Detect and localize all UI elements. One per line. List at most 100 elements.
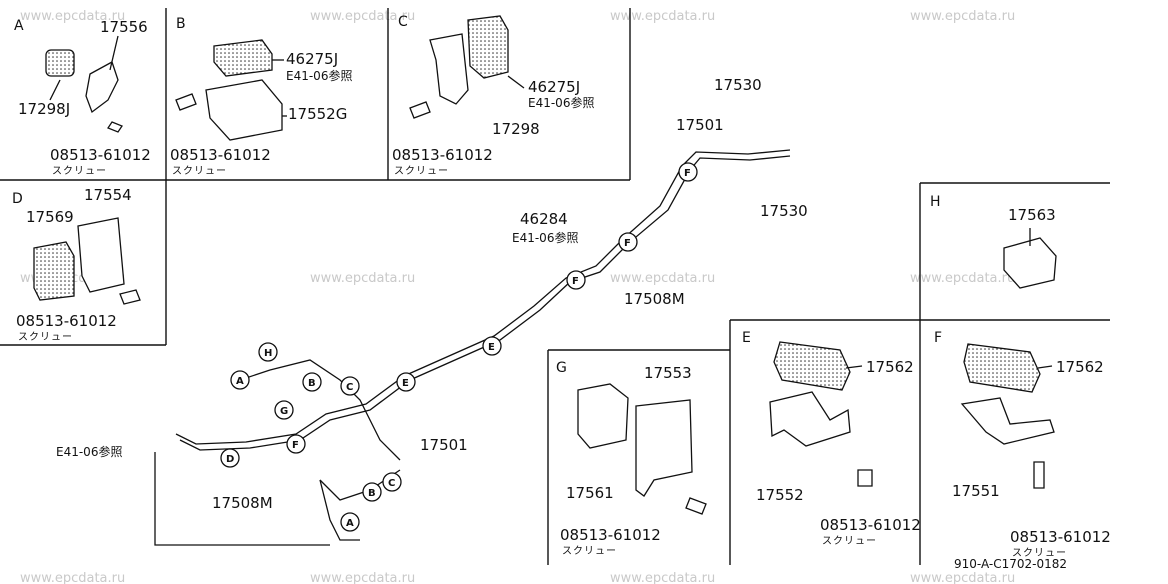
part-number: 17552G bbox=[288, 105, 347, 123]
section-b: B 46275J E41-06参照 17552G 08513-61012 スクリ… bbox=[170, 16, 352, 177]
part-number: 17569 bbox=[26, 208, 74, 226]
rubber-clip bbox=[577, 383, 629, 449]
section-f: F 17562 17551 08513-61012 スクリュー bbox=[934, 330, 1111, 559]
section-letter: H bbox=[930, 194, 941, 210]
marker-circle bbox=[566, 270, 586, 290]
watermark-text: www.epcdata.ru bbox=[310, 271, 415, 286]
marker-circle bbox=[274, 400, 294, 420]
marker-circle bbox=[302, 372, 322, 392]
part-number: 17508M bbox=[212, 494, 273, 512]
marker-letter: G bbox=[280, 406, 288, 417]
part-number: 08513-61012 bbox=[50, 146, 151, 164]
part-number: 17552 bbox=[756, 486, 804, 504]
screw bbox=[409, 101, 431, 119]
part-number: 08513-61012 bbox=[1010, 528, 1111, 546]
screw bbox=[857, 469, 873, 487]
rubber-clip bbox=[963, 343, 1041, 393]
marker-circle bbox=[340, 376, 360, 396]
part-number: 17530 bbox=[714, 76, 762, 94]
bracket bbox=[429, 33, 469, 105]
marker-circle bbox=[678, 162, 698, 182]
watermark-text: www.epcdata.ru bbox=[910, 271, 1015, 286]
reference-note: E41-06参照 bbox=[528, 95, 594, 110]
section-letter: B bbox=[176, 16, 186, 32]
section-h: H 17563 bbox=[930, 194, 1057, 289]
marker-letter: A bbox=[236, 376, 244, 387]
section-letter: F bbox=[934, 330, 942, 346]
watermark-text: www.epcdata.ru bbox=[610, 9, 715, 24]
watermark-text: www.epcdata.ru bbox=[910, 571, 1015, 584]
section-d: D 17554 17569 08513-61012 スクリュー bbox=[12, 186, 141, 343]
part-note: スクリュー bbox=[1012, 547, 1067, 559]
screw bbox=[107, 121, 123, 133]
section-letter: A bbox=[14, 18, 24, 34]
screw bbox=[175, 93, 197, 111]
main-harness bbox=[154, 149, 791, 546]
bracket bbox=[77, 217, 125, 293]
part-number: 17551 bbox=[952, 482, 1000, 500]
part-note: スクリュー bbox=[562, 545, 617, 557]
part-number: 08513-61012 bbox=[170, 146, 271, 164]
section-markers: F F F E E C C B B A A H G F D bbox=[220, 162, 698, 532]
watermark-text: www.epcdata.ru bbox=[610, 271, 715, 286]
section-c: C 46275J E41-06参照 17298 08513-61012 スクリュ… bbox=[392, 14, 594, 177]
bracket bbox=[769, 391, 851, 447]
part-number: 08513-61012 bbox=[16, 312, 117, 330]
part-note: スクリュー bbox=[172, 165, 227, 177]
part-number: 17501 bbox=[676, 116, 724, 134]
marker-circle bbox=[382, 472, 402, 492]
part-number: 46275J bbox=[286, 50, 338, 68]
marker-circle bbox=[286, 434, 306, 454]
marker-circle bbox=[482, 336, 502, 356]
watermark-text: www.epcdata.ru bbox=[310, 571, 415, 584]
marker-circle bbox=[618, 232, 638, 252]
marker-letter: B bbox=[308, 378, 316, 389]
harness-labels: 17530 17501 17530 46284 E41-06参照 17508M … bbox=[56, 76, 1067, 571]
rubber-clip bbox=[467, 15, 509, 79]
part-number: 17553 bbox=[644, 364, 692, 382]
part-number: 17298J bbox=[18, 100, 70, 118]
part-number: 46275J bbox=[528, 78, 580, 96]
watermark-text: www.epcdata.ru bbox=[20, 571, 125, 584]
part-number: 17501 bbox=[420, 436, 468, 454]
marker-circle bbox=[220, 448, 240, 468]
watermark-layer: www.epcdata.ru www.epcdata.ru www.epcdat… bbox=[20, 9, 1015, 584]
watermark-text: www.epcdata.ru bbox=[20, 9, 125, 24]
marker-letter: C bbox=[346, 382, 353, 393]
marker-letter: F bbox=[572, 276, 579, 287]
reference-note: E41-06参照 bbox=[56, 444, 122, 459]
part-number: 17562 bbox=[1056, 358, 1104, 376]
section-e: E 17562 17552 08513-61012 スクリュー bbox=[742, 330, 921, 547]
section-letter: E bbox=[742, 330, 751, 346]
marker-letter: F bbox=[684, 168, 691, 179]
part-number: 17563 bbox=[1008, 206, 1056, 224]
part-note: スクリュー bbox=[52, 165, 107, 177]
marker-circle bbox=[258, 342, 278, 362]
bracket bbox=[635, 399, 693, 497]
screw bbox=[685, 497, 707, 515]
part-number: 08513-61012 bbox=[820, 516, 921, 534]
part-number: 08513-61012 bbox=[392, 146, 493, 164]
marker-letter: D bbox=[226, 454, 234, 465]
part-number: 17562 bbox=[866, 358, 914, 376]
bracket bbox=[205, 79, 283, 141]
watermark-text: www.epcdata.ru bbox=[310, 9, 415, 24]
reference-note: E41-06参照 bbox=[512, 230, 578, 245]
section-frames bbox=[0, 8, 1110, 565]
screw bbox=[119, 289, 141, 305]
screw bbox=[1033, 461, 1045, 489]
part-number: 17561 bbox=[566, 484, 614, 502]
part-note: スクリュー bbox=[394, 165, 449, 177]
part-number: 17556 bbox=[100, 18, 148, 36]
marker-letter: C bbox=[388, 478, 395, 489]
part-number: 17508M bbox=[624, 290, 685, 308]
part-number: 17530 bbox=[760, 202, 808, 220]
marker-letter: F bbox=[624, 238, 631, 249]
part-note: スクリュー bbox=[822, 535, 877, 547]
part-number: 17554 bbox=[84, 186, 132, 204]
part-note: スクリュー bbox=[18, 331, 73, 343]
section-g: G 17553 17561 08513-61012 スクリュー bbox=[556, 360, 707, 557]
rubber-clip bbox=[213, 39, 273, 77]
section-a: A 17556 17298J 08513-61012 スクリュー bbox=[14, 18, 151, 177]
